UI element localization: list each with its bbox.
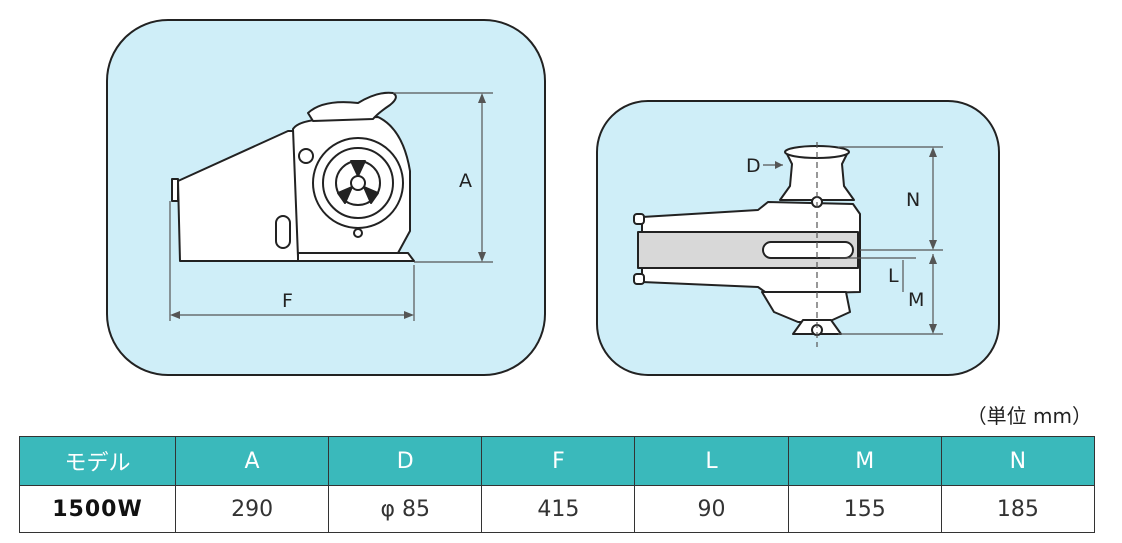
cell-model: 1500W xyxy=(19,485,176,533)
dimension-label-a: A xyxy=(459,170,472,192)
cell-d: φ 85 xyxy=(328,485,483,533)
column-header-l: L xyxy=(634,436,789,486)
column-header-n: N xyxy=(940,436,1096,486)
cell-f: 415 xyxy=(481,485,636,533)
side-view-panel: A F xyxy=(106,19,546,376)
dimension-label-f: F xyxy=(282,290,293,312)
dimension-label-m: M xyxy=(908,289,924,311)
unit-note: （単位 mm） xyxy=(966,404,1092,428)
spec-table: モデル A D F L M N 1500W 290 φ 85 415 90 15… xyxy=(19,436,1096,533)
dimension-label-n: N xyxy=(906,189,920,211)
cell-n: 185 xyxy=(940,485,1096,533)
column-header-f: F xyxy=(481,436,636,486)
top-view-drawing: D N L M xyxy=(633,142,943,347)
spec-table-header-row: モデル A D F L M N xyxy=(19,436,1096,486)
dimension-label-d: D xyxy=(746,155,761,177)
column-header-a: A xyxy=(174,436,330,486)
column-header-model: モデル xyxy=(19,436,176,486)
cell-l: 90 xyxy=(634,485,789,533)
table-row: 1500W 290 φ 85 415 90 155 185 xyxy=(19,485,1096,533)
column-header-m: M xyxy=(787,436,942,486)
column-header-d: D xyxy=(328,436,483,486)
side-view-drawing: A F xyxy=(169,91,493,321)
dimension-label-l: L xyxy=(888,265,899,287)
top-view-panel: D N L M xyxy=(596,100,1000,376)
cell-a: 290 xyxy=(174,485,330,533)
cell-m: 155 xyxy=(787,485,942,533)
